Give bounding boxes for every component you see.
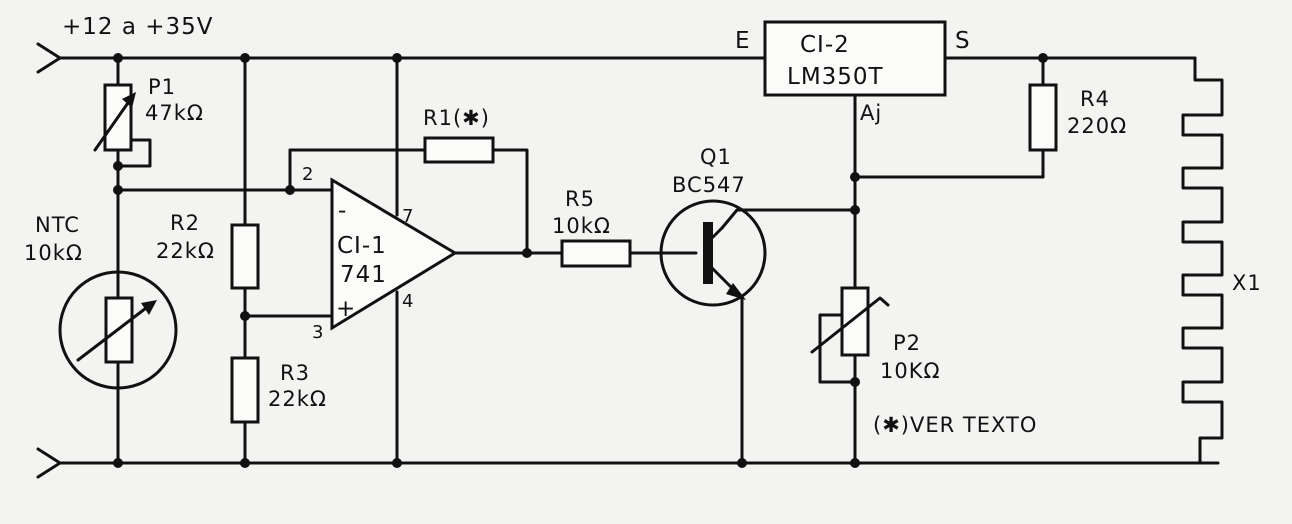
ntc-value: 10kΩ: [24, 241, 83, 265]
ic2-regulator: [763, 20, 947, 97]
r4-ref: R4: [1080, 87, 1110, 111]
ic1-pin4: 4: [402, 291, 413, 312]
r1-resistor: [423, 136, 495, 164]
ic1-part: 741: [340, 262, 387, 288]
r4-value: 220Ω: [1067, 114, 1127, 138]
ic1-pin3: 3: [312, 322, 323, 343]
p1-value: 47kΩ: [145, 101, 204, 125]
wiring: [36, 42, 1224, 479]
ic2-pin-out: S: [955, 28, 971, 54]
junction-dots: [113, 53, 1048, 468]
ic1-opamp: [330, 177, 458, 331]
r3-resistor: [230, 356, 260, 424]
r5-value: 10kΩ: [552, 214, 611, 238]
ic1-pin7: 7: [402, 206, 413, 227]
p2-ref: P2: [893, 331, 921, 355]
r1-ref: R1(✱): [423, 106, 490, 130]
ic2-part: LM350T: [787, 64, 884, 90]
r2-resistor: [230, 223, 260, 290]
note-text: (✱)VER TEXTO: [873, 413, 1037, 437]
ic1-plus: +: [336, 296, 356, 322]
r5-resistor: [560, 239, 632, 268]
r3-value: 22kΩ: [268, 387, 327, 411]
q1-part: BC547: [672, 173, 746, 197]
ic2-pin-adj: Aj: [860, 101, 882, 125]
r2-value: 22kΩ: [156, 239, 215, 263]
ntc-thermistor: [58, 270, 178, 390]
ic2-pin-in: E: [735, 28, 751, 54]
p2-potentiometer: [810, 286, 890, 357]
ic1-minus: -: [338, 198, 347, 224]
labels: +12 a +35V CI-2 LM350T E S Aj P1 47kΩ NT…: [24, 14, 1262, 437]
r3-ref: R3: [280, 361, 310, 385]
q1-ref: Q1: [700, 145, 732, 169]
ic1-ref: CI-1: [337, 233, 387, 259]
q1-transistor: [659, 199, 767, 307]
p2-value: 10KΩ: [880, 359, 941, 383]
x1-ref: X1: [1232, 271, 1262, 295]
supply-label: +12 a +35V: [62, 14, 214, 40]
p1-ref: P1: [148, 75, 176, 99]
ntc-ref: NTC: [35, 213, 80, 237]
r5-ref: R5: [565, 187, 595, 211]
ic1-pin2: 2: [302, 164, 313, 185]
p1-potentiometer: [93, 83, 136, 152]
ic2-ref: CI-2: [800, 32, 850, 58]
r2-ref: R2: [170, 211, 200, 235]
r4-resistor: [1028, 83, 1058, 152]
